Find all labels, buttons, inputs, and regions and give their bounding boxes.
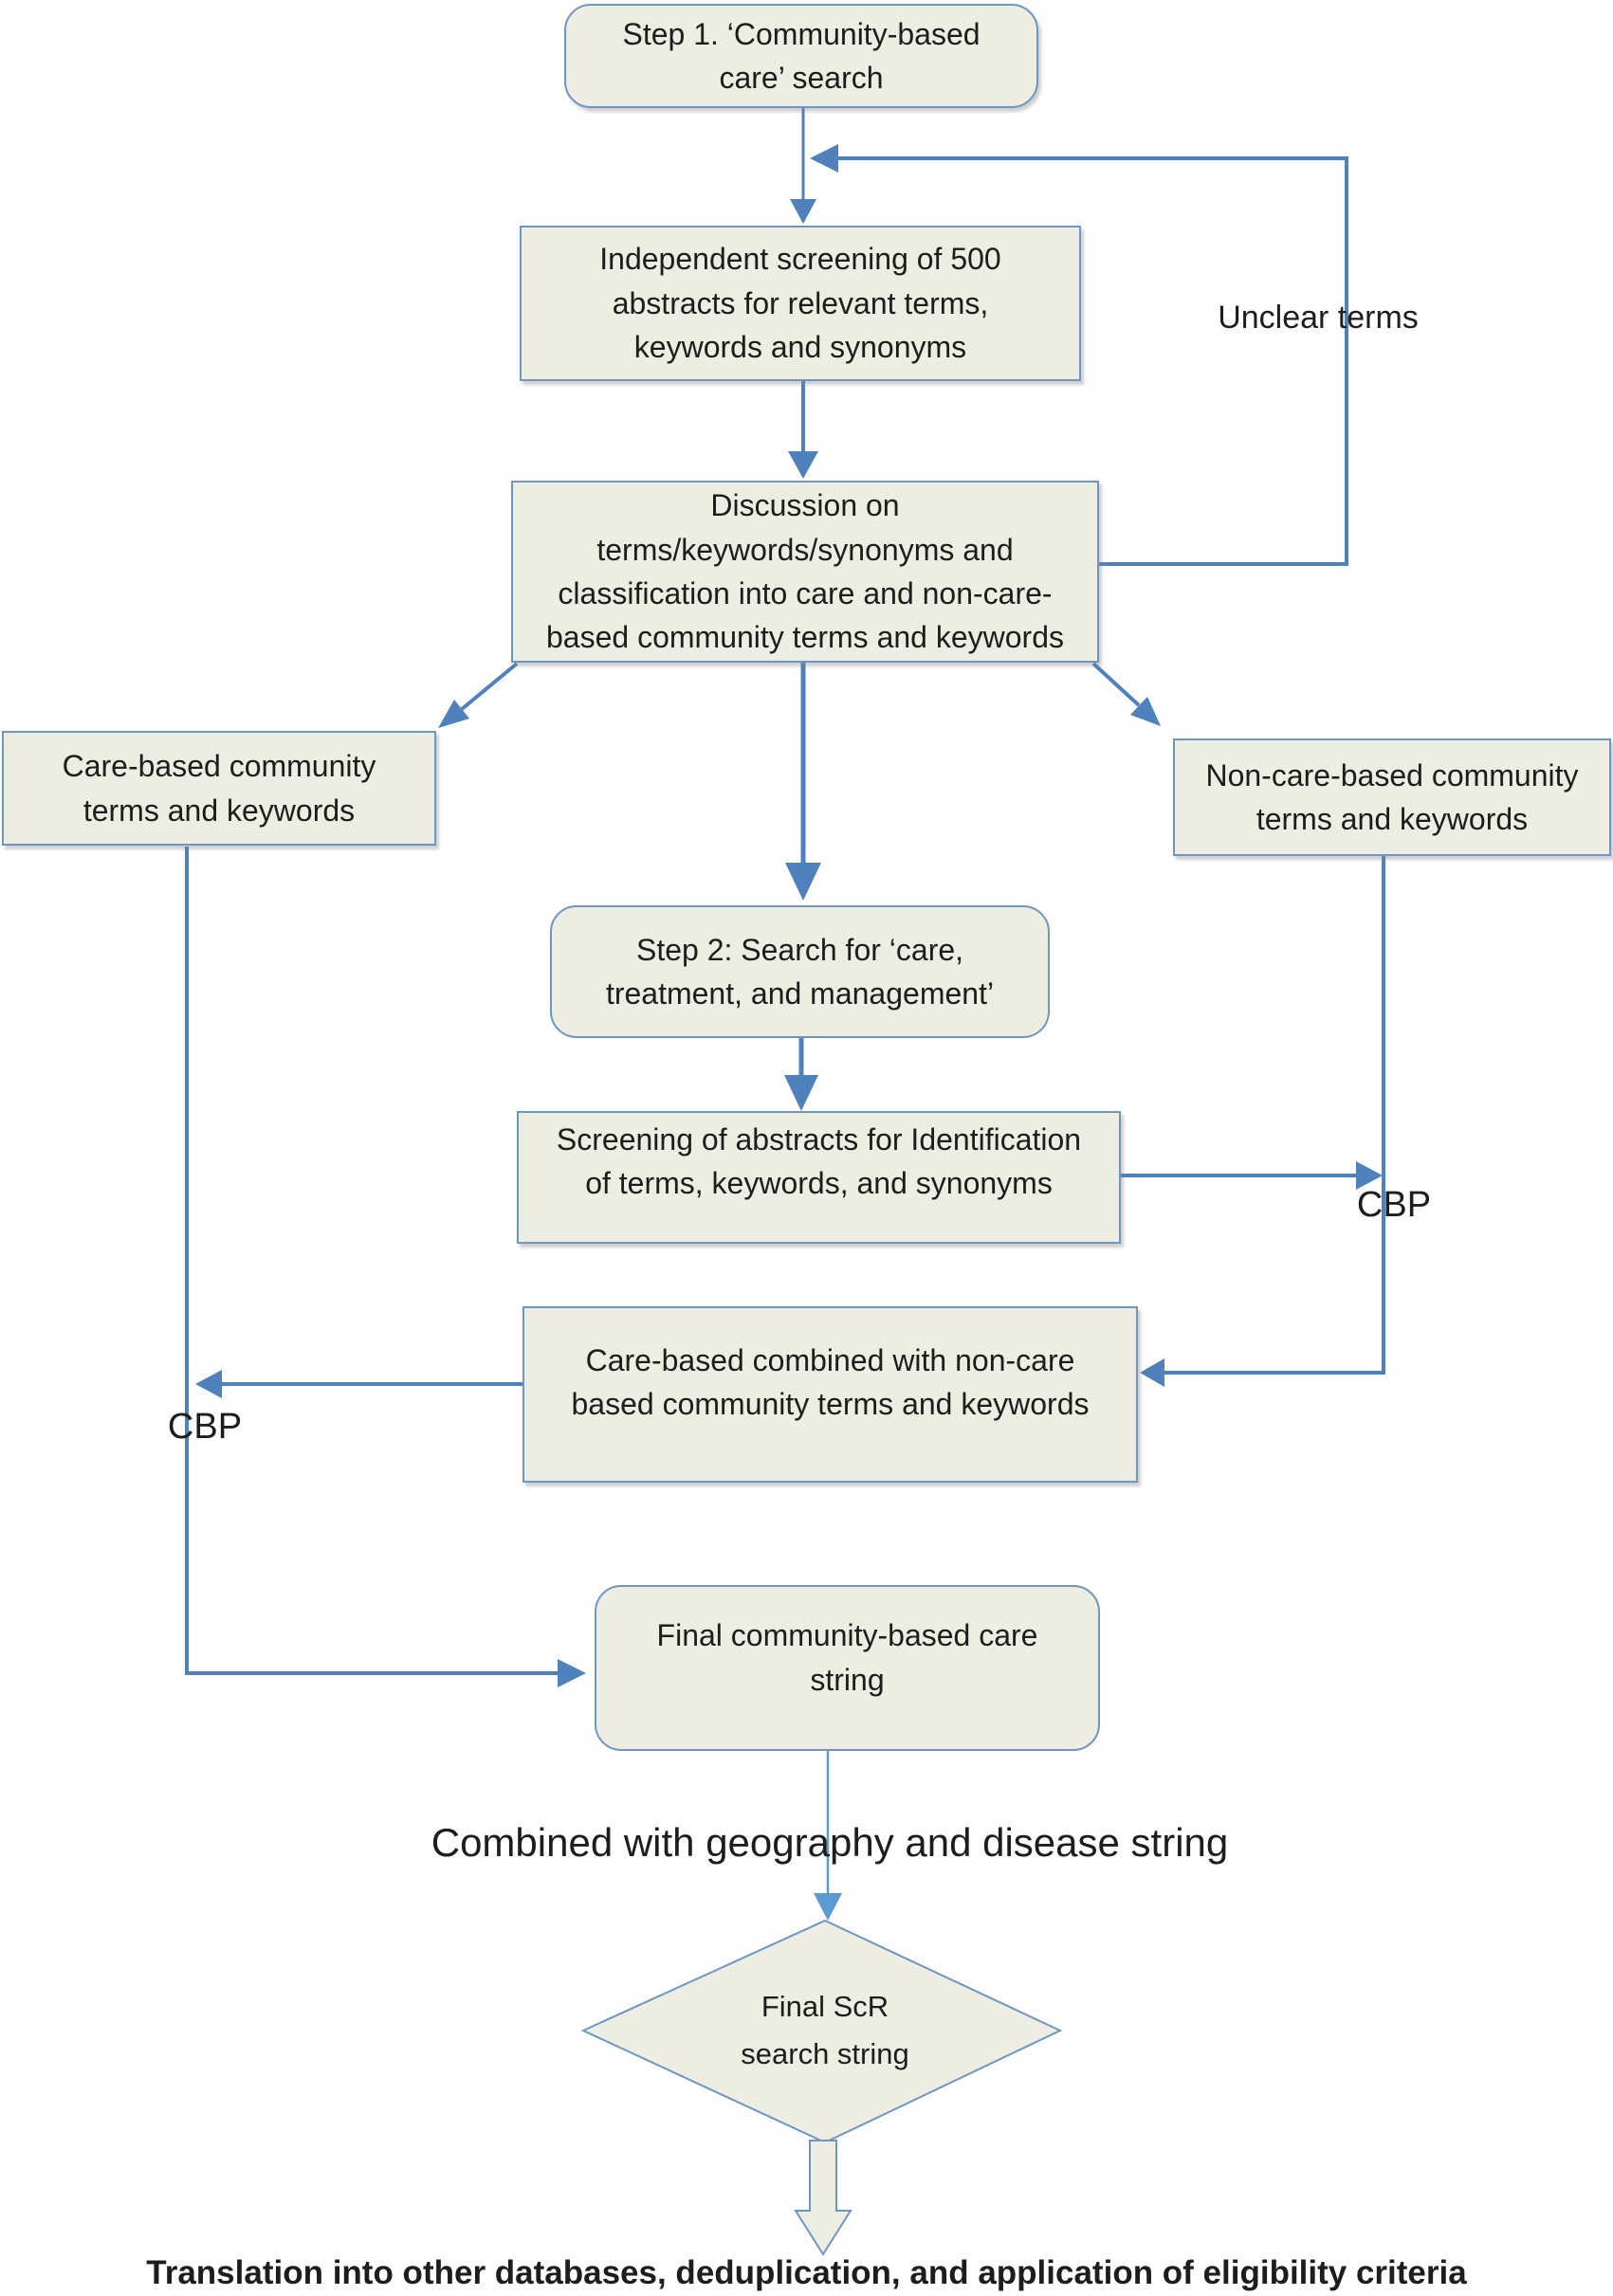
arrow-step1-to-screening: [790, 108, 816, 224]
diamond-final-scr-label: Final ScR search string: [741, 1990, 909, 2070]
arrow-combined-to-cbp-left: [195, 1370, 522, 1398]
block-arrow-down: [794, 2140, 852, 2256]
arrow-discussion-to-step2: [785, 663, 821, 901]
label-translation-step: Translation into other databases, dedupl…: [146, 2254, 1467, 2291]
label-unclear-terms: Unclear terms: [1218, 300, 1419, 336]
feedback-loop-unclear-terms: [810, 144, 1348, 566]
arrow-non-care-based-to-combined: [1140, 856, 1385, 1387]
arrow-step2-to-screening-abstracts: [784, 1038, 818, 1111]
arrow-final-string-to-diamond: [814, 1751, 842, 1921]
arrow-care-based-to-final-string: [185, 847, 586, 1687]
node-care-based-terms: Care-based community terms and keywords: [2, 731, 436, 846]
arrow-screening-to-discussion: [788, 381, 818, 479]
node-combined-terms: Care-based combined with non-care based …: [522, 1306, 1138, 1483]
node-final-string: Final community-based care string: [595, 1585, 1100, 1751]
arrow-screening-abstracts-to-cbp: [1121, 1161, 1383, 1190]
node-discussion: Discussion on terms/keywords/synonyms an…: [511, 481, 1099, 663]
arrow-discussion-to-non-care-based: [1091, 662, 1161, 726]
node-screening-abstracts: Screening of abstracts for Identificatio…: [517, 1111, 1121, 1244]
node-non-care-based-terms: Non-care-based community terms and keywo…: [1173, 738, 1611, 856]
node-step2: Step 2: Search for ‘care, treatment, and…: [550, 905, 1050, 1038]
arrow-discussion-to-care-based: [438, 662, 519, 728]
label-cbp-right: CBP: [1356, 1185, 1432, 1225]
node-step1: Step 1. ‘Community-based care’ search: [564, 4, 1038, 108]
label-cbp-left: CBP: [167, 1407, 243, 1447]
label-combined-geography: Combined with geography and disease stri…: [431, 1820, 1229, 1865]
node-independent-screening: Independent screening of 500 abstracts f…: [520, 226, 1081, 381]
